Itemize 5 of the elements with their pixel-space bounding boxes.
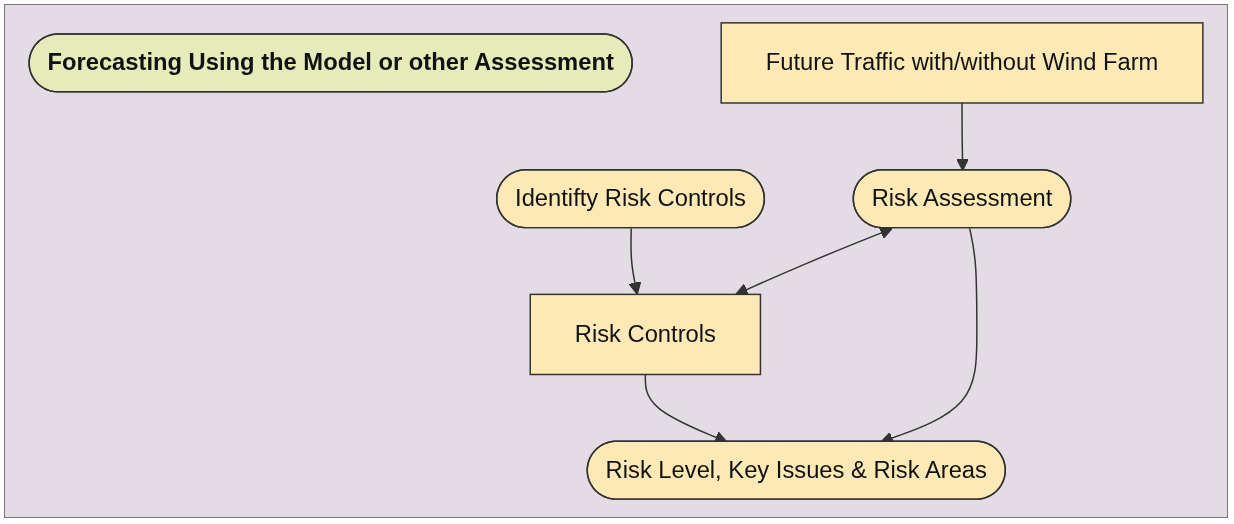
arrow <box>628 227 642 295</box>
arrow <box>735 226 893 296</box>
node-box <box>720 22 1204 104</box>
node-box <box>529 293 762 376</box>
panel-background: Forecasting Using the Model or other Assessment Future Traffic with/without Wind Farm Identifty Risk Controls Risk Assessment Risk Controls Risk Level, Key Issues & Risk Areas <box>4 4 1228 518</box>
